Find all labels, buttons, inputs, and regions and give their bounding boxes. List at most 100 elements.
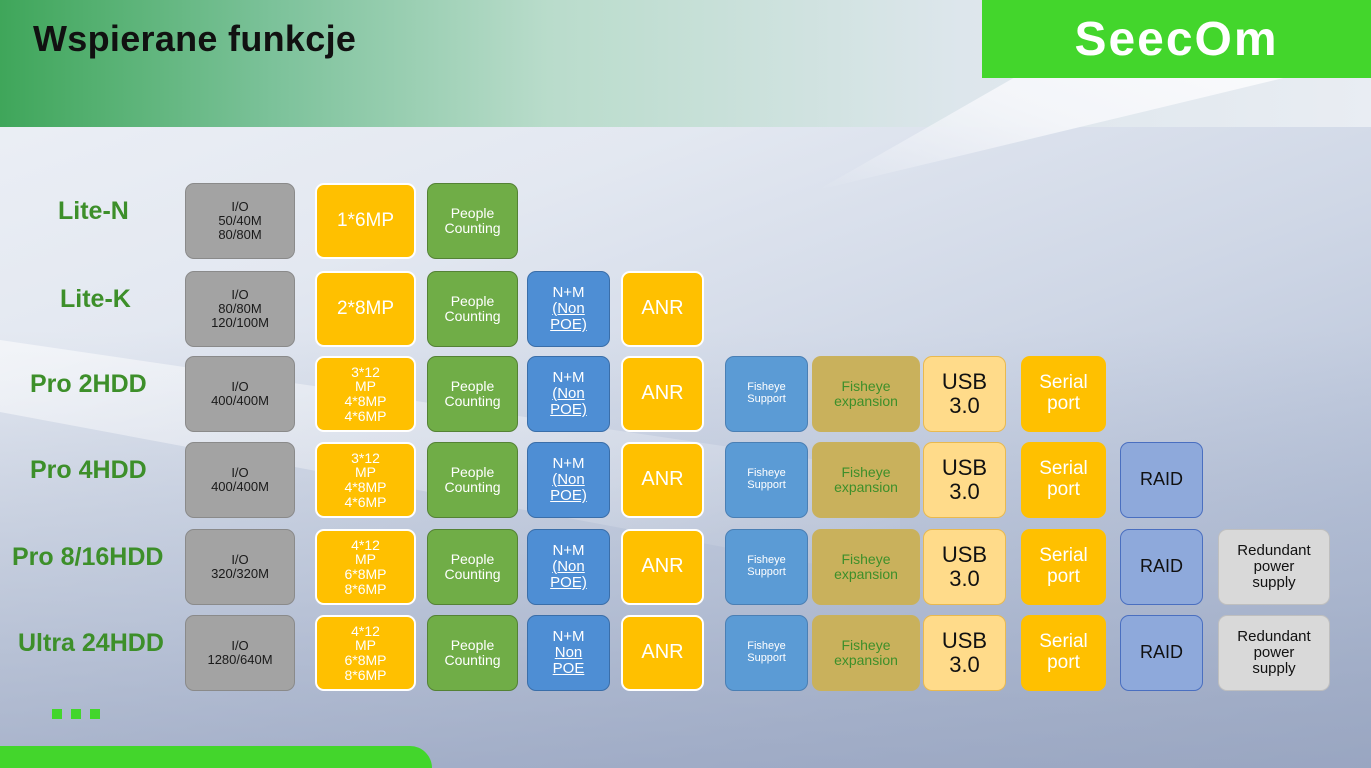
mp-box: 1*6MP [315,183,416,259]
fexp-text: Fisheye expansion [834,463,898,495]
mp-text: 3*12 MP 4*8MP 4*6MP [344,449,387,510]
people-text: People Counting [444,377,501,409]
mp-text: 2*8MP [336,297,395,319]
io-box: I/O 80/80M 120/100M [185,271,295,347]
anr-text: ANR [641,555,684,578]
anr-box: ANR [621,615,704,691]
mp-text: 3*12 MP 4*8MP 4*6MP [344,363,387,424]
rps-text: Redundant power supply [1237,541,1311,592]
fisheye-box: Fisheye Support [725,529,808,605]
mp-box: 4*12 MP 6*8MP 8*6MP [315,615,416,691]
io-text: I/O 50/40M 80/80M [218,198,262,243]
mp-box: 3*12 MP 4*8MP 4*6MP [315,356,416,432]
fisheye-box: Fisheye Support [725,442,808,518]
row-label: Lite-K [60,285,131,313]
serial-box: Serial port [1021,615,1106,691]
rps-text: Redundant power supply [1237,627,1311,678]
mp-text: 1*6MP [336,209,395,231]
nm-line: N+M [552,627,585,645]
row-label: Pro 2HDD [30,370,147,398]
io-box: I/O 1280/640M [185,615,295,691]
usb-text: USB 3.0 [941,369,988,418]
nm-line: POE) [550,316,587,334]
fexp-box: Fisheye expansion [812,529,920,605]
nm-line: Non [554,643,583,661]
mp-text: 4*12 MP 6*8MP 8*6MP [344,622,387,683]
fexp-text: Fisheye expansion [834,377,898,409]
fisheye-text: Fisheye Support [747,467,786,491]
nm-line: N+M [552,454,585,472]
serial-box: Serial port [1021,529,1106,605]
fisheye-box: Fisheye Support [725,356,808,432]
raid-text: RAID [1139,642,1183,663]
usb-text: USB 3.0 [941,542,988,591]
serial-text: Serial port [1039,458,1088,500]
anr-text: ANR [641,382,684,405]
nm-line: (Non [552,557,585,575]
nm-line: POE [552,660,585,678]
anr-text: ANR [641,641,684,664]
io-text: I/O 400/400M [211,378,269,408]
people-box: People Counting [427,615,518,691]
row-label: Pro 4HDD [30,456,147,484]
people-box: People Counting [427,529,518,605]
nm-line: (Non [552,470,585,488]
people-text: People Counting [444,292,501,324]
raid-text: RAID [1139,556,1183,577]
io-box: I/O 320/320M [185,529,295,605]
nm-line: N+M [552,368,585,386]
anr-box: ANR [621,442,704,518]
mp-box: 2*8MP [315,271,416,347]
usb-text: USB 3.0 [941,628,988,677]
people-box: People Counting [427,271,518,347]
row-label: Lite-N [58,197,129,225]
row-label: Ultra 24HDD [18,629,164,657]
anr-box: ANR [621,271,704,347]
nm-line: N+M [552,283,585,301]
usb-box: USB 3.0 [923,356,1006,432]
rps-box: Redundant power supply [1218,615,1330,691]
page-title: Wspierane funkcje [33,18,357,59]
people-box: People Counting [427,356,518,432]
nm-line: (Non [552,299,585,317]
fisheye-text: Fisheye Support [747,554,786,578]
people-box: People Counting [427,183,518,259]
serial-box: Serial port [1021,356,1106,432]
fisheye-box: Fisheye Support [725,615,808,691]
serial-text: Serial port [1039,545,1088,587]
logo-text: SeecOm [1074,12,1279,66]
nm-line: POE) [550,574,587,592]
io-text: I/O 320/320M [211,551,269,581]
raid-text: RAID [1139,469,1183,490]
ellipsis-indicator [52,709,100,719]
io-box: I/O 400/400M [185,442,295,518]
anr-box: ANR [621,529,704,605]
people-box: People Counting [427,442,518,518]
people-text: People Counting [444,204,501,236]
mp-box: 4*12 MP 6*8MP 8*6MP [315,529,416,605]
fexp-box: Fisheye expansion [812,356,920,432]
anr-text: ANR [641,468,684,491]
io-box: I/O 50/40M 80/80M [185,183,295,259]
io-box: I/O 400/400M [185,356,295,432]
fexp-box: Fisheye expansion [812,442,920,518]
raid-box: RAID [1120,442,1203,518]
seecom-logo: SeecOm [982,0,1371,78]
usb-text: USB 3.0 [941,455,988,504]
bottom-accent-bar [0,746,432,768]
nm-line: N+M [552,541,585,559]
io-text: I/O 400/400M [211,464,269,494]
anr-box: ANR [621,356,704,432]
raid-box: RAID [1120,529,1203,605]
mp-box: 3*12 MP 4*8MP 4*6MP [315,442,416,518]
people-text: People Counting [444,550,501,582]
usb-box: USB 3.0 [923,442,1006,518]
fexp-text: Fisheye expansion [834,636,898,668]
